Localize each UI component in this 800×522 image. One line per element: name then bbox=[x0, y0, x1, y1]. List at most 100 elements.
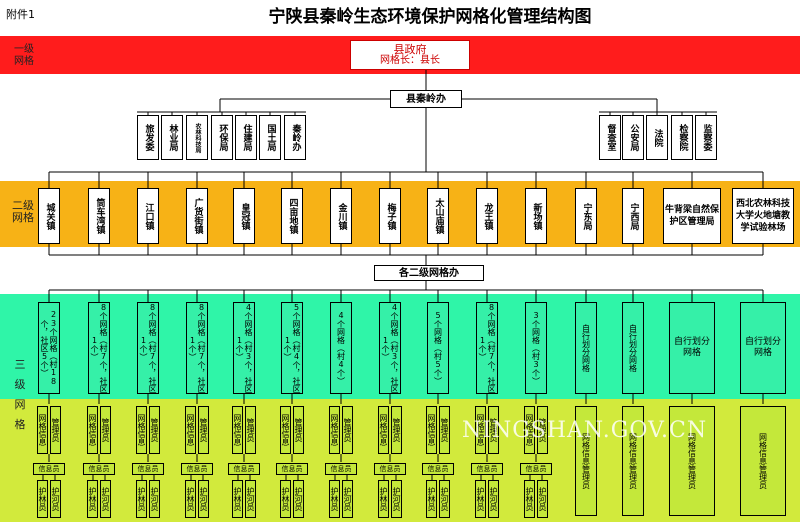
dept-box: 农林科技局 bbox=[186, 115, 208, 160]
dept-box: 监察委 bbox=[695, 115, 717, 160]
dept-box: 旅发委 bbox=[137, 115, 159, 160]
town-box: 筒车湾镇 bbox=[88, 188, 110, 244]
page-title: 宁陕县秦岭生态环境保护网格化管理结构图 bbox=[268, 7, 592, 27]
info-staff-box: 信息员 bbox=[374, 463, 406, 475]
river-ranger-box: 护河员 bbox=[149, 480, 160, 518]
town-box: 梅子镇 bbox=[379, 188, 401, 244]
grid-box: 8个网格（村7个，社区1个） bbox=[476, 302, 498, 394]
river-ranger-box: 护河员 bbox=[391, 480, 402, 518]
attachment-label: 附件1 bbox=[6, 8, 35, 21]
admin-box: 管理员 bbox=[100, 406, 111, 454]
grid-box: 3个网格（村3个） bbox=[525, 302, 547, 394]
grid-info-box: 网格信息 bbox=[87, 406, 98, 454]
forest-ranger-box: 护林员 bbox=[426, 480, 437, 518]
town-box: 太山庙镇 bbox=[427, 188, 449, 244]
info-staff-box: 信息员 bbox=[132, 463, 164, 475]
level2-label: 二级网格 bbox=[12, 199, 34, 224]
grid-box: 8个网格（村7个，社区1个） bbox=[186, 302, 208, 394]
admin-box: 管理员 bbox=[439, 406, 450, 454]
grid-box: 自行划分网格 bbox=[669, 302, 715, 394]
river-ranger-box: 护河员 bbox=[488, 480, 499, 518]
town-box: 城关镇 bbox=[38, 188, 60, 244]
grid-info-box: 网格信息 bbox=[37, 406, 48, 454]
level1-label: 一级网格 bbox=[14, 44, 34, 67]
grid-box: 自行划分网格 bbox=[740, 302, 786, 394]
info-staff-box: 信息员 bbox=[471, 463, 503, 475]
level2-office-box: 各二级网格办 bbox=[374, 265, 484, 281]
grid-box: 23个网格（村18个，社区5个） bbox=[38, 302, 60, 394]
forest-ranger-box: 护林员 bbox=[136, 480, 147, 518]
grid-info-box: 网格信息 bbox=[378, 406, 389, 454]
grid-info-box: 网格信息 bbox=[232, 406, 243, 454]
town-box: 宁西局 bbox=[622, 188, 644, 244]
admin-box: 管理员 bbox=[245, 406, 256, 454]
county-government-box: 县政府 网格长：县长 bbox=[350, 40, 470, 70]
dept-box: 国土局 bbox=[259, 115, 281, 160]
river-ranger-box: 护河员 bbox=[439, 480, 450, 518]
info-staff-box: 信息员 bbox=[83, 463, 115, 475]
dept-box: 环保局 bbox=[211, 115, 233, 160]
grid-box: 8个网格（村7个，社区1个） bbox=[137, 302, 159, 394]
dept-box: 法院 bbox=[646, 115, 668, 160]
info-staff-box: 信息员 bbox=[228, 463, 260, 475]
info-staff-box: 信息员 bbox=[325, 463, 357, 475]
town-box: 广货街镇 bbox=[186, 188, 208, 244]
forest-ranger-box: 护林员 bbox=[87, 480, 98, 518]
town-box: 宁东局 bbox=[575, 188, 597, 244]
grid-info-box: 网格信息 bbox=[475, 406, 486, 454]
forest-ranger-box: 护林员 bbox=[475, 480, 486, 518]
info-staff-box: 信息员 bbox=[422, 463, 454, 475]
forest-ranger-box: 护林员 bbox=[37, 480, 48, 518]
grid-leader-text: 网格长：县长 bbox=[380, 55, 440, 66]
forest-ranger-box: 护林员 bbox=[185, 480, 196, 518]
info-staff-box: 信息员 bbox=[276, 463, 308, 475]
grid-info-admin-box: 网格信息管理员 bbox=[740, 406, 786, 516]
river-ranger-box: 护河员 bbox=[50, 480, 61, 518]
admin-box: 管理员 bbox=[198, 406, 209, 454]
town-box: 西北农林科技大学火地塘教学试验林场 bbox=[732, 188, 794, 244]
grid-info-box: 网格信息 bbox=[426, 406, 437, 454]
admin-box: 管理员 bbox=[537, 406, 548, 454]
forest-ranger-box: 护林员 bbox=[280, 480, 291, 518]
town-box: 牛背梁自然保护区管理局 bbox=[663, 188, 721, 244]
grid-box: 4个网格（村3个，社区1个） bbox=[233, 302, 255, 394]
watermark: NINGSHAN.GOV.CN bbox=[462, 418, 708, 443]
admin-box: 管理员 bbox=[488, 406, 499, 454]
river-ranger-box: 护河员 bbox=[245, 480, 256, 518]
info-staff-box: 信息员 bbox=[33, 463, 65, 475]
admin-box: 管理员 bbox=[391, 406, 402, 454]
grid-box: 自行划分网格 bbox=[622, 302, 644, 394]
dept-box: 林业局 bbox=[161, 115, 183, 160]
grid-info-box: 网格信息 bbox=[185, 406, 196, 454]
info-staff-box: 信息员 bbox=[520, 463, 552, 475]
dept-box: 检察院 bbox=[671, 115, 693, 160]
town-box: 金川镇 bbox=[330, 188, 352, 244]
dept-box: 公安局 bbox=[622, 115, 644, 160]
forest-ranger-box: 护林员 bbox=[378, 480, 389, 518]
grid-box: 自行划分网格 bbox=[575, 302, 597, 394]
town-box: 新场镇 bbox=[525, 188, 547, 244]
grid-box: 5个网格（村4个，社区1个） bbox=[281, 302, 303, 394]
grid-box: 4个网格（村3个，社区1个） bbox=[379, 302, 401, 394]
grid-box: 5个网格（村5个） bbox=[427, 302, 449, 394]
grid-info-box: 网格信息 bbox=[280, 406, 291, 454]
river-ranger-box: 护河员 bbox=[537, 480, 548, 518]
town-box: 龙王镇 bbox=[476, 188, 498, 244]
county-government-title: 县政府 bbox=[393, 43, 427, 56]
admin-box: 管理员 bbox=[342, 406, 353, 454]
river-ranger-box: 护河员 bbox=[100, 480, 111, 518]
admin-box: 管理员 bbox=[149, 406, 160, 454]
dept-box: 秦岭办 bbox=[284, 115, 306, 160]
grid-info-admin-box: 网格信息管理员 bbox=[575, 406, 597, 516]
admin-box: 管理员 bbox=[50, 406, 61, 454]
info-staff-box: 信息员 bbox=[181, 463, 213, 475]
dept-box: 督查室 bbox=[599, 115, 621, 160]
admin-box: 管理员 bbox=[293, 406, 304, 454]
level3-label: 三级网格 bbox=[14, 358, 26, 431]
forest-ranger-box: 护林员 bbox=[329, 480, 340, 518]
grid-info-admin-box: 网格信息管理员 bbox=[669, 406, 715, 516]
grid-box: 8个网格（村7个，社区1个） bbox=[88, 302, 110, 394]
town-box: 四亩地镇 bbox=[281, 188, 303, 244]
town-box: 江口镇 bbox=[137, 188, 159, 244]
